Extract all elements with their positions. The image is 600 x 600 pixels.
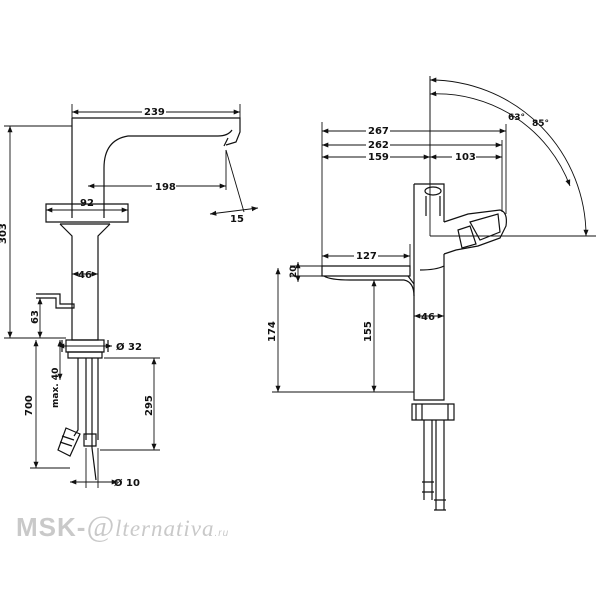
dim-46-left: 46 <box>78 270 92 281</box>
dim-diameter-10: Ø 10 <box>114 477 140 489</box>
left-view: 239 198 92 15 303 46 63 Ø 32 700 max. 40… <box>0 104 259 489</box>
angle-85: 85° <box>532 119 549 129</box>
angle-63: 63° <box>508 113 525 123</box>
right-view: 267 262 159 103 127 20 174 155 46 63° 85… <box>267 76 596 511</box>
dim-239: 239 <box>144 107 165 118</box>
right-dimension-lines <box>272 76 596 393</box>
dim-max-40: max. 40 <box>51 368 61 408</box>
dim-127: 127 <box>356 251 377 262</box>
left-dimension-lines <box>4 104 259 488</box>
watermark-at-logo: @ <box>86 510 116 543</box>
right-faucet-body <box>321 183 507 511</box>
left-dimension-labels: 239 198 92 15 303 46 63 Ø 32 700 max. 40… <box>0 105 244 489</box>
dim-267: 267 <box>368 126 389 137</box>
dim-295: 295 <box>144 395 155 416</box>
right-dimension-labels: 267 262 159 103 127 20 174 155 46 63° 85… <box>267 113 549 342</box>
dim-diameter-32: Ø 32 <box>116 341 142 353</box>
dim-46-right: 46 <box>421 312 435 323</box>
dim-262: 262 <box>368 140 389 151</box>
watermark-prefix: MSK- <box>16 512 87 542</box>
dim-63: 63 <box>30 310 41 324</box>
dim-103: 103 <box>455 152 476 163</box>
watermark-suffix: .ru <box>214 528 230 539</box>
dim-92: 92 <box>80 198 94 209</box>
dim-700: 700 <box>24 395 35 416</box>
dim-15: 15 <box>230 214 244 225</box>
dim-155: 155 <box>363 321 374 342</box>
dim-20: 20 <box>289 265 299 278</box>
dim-159: 159 <box>368 152 389 163</box>
dim-198: 198 <box>155 182 176 193</box>
dim-174: 174 <box>267 321 278 342</box>
left-faucet-body <box>36 117 241 481</box>
dim-303: 303 <box>0 223 9 244</box>
watermark-tail: lternativa <box>115 516 215 541</box>
watermark: MSK-@lternativa.ru <box>16 510 229 544</box>
